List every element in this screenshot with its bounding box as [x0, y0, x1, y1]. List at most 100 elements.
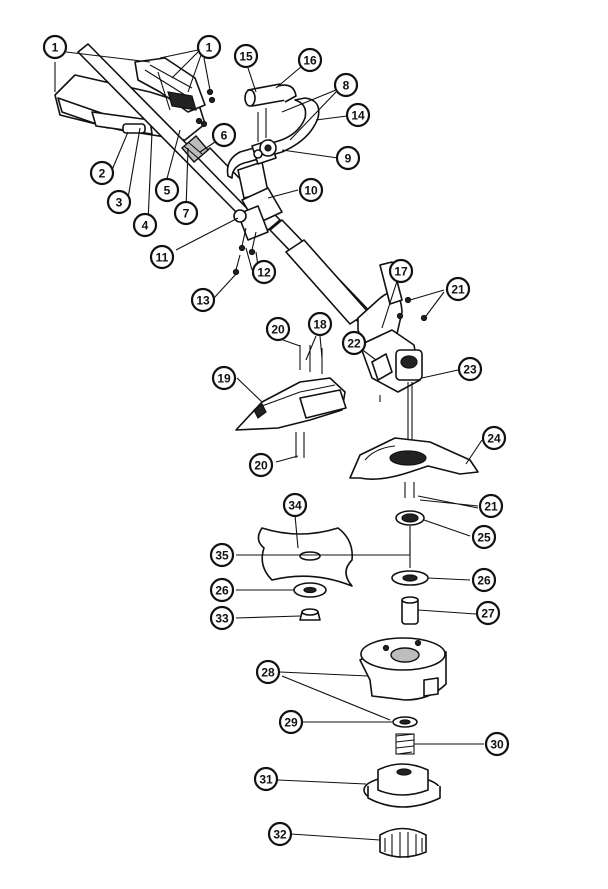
callout-circle: [89, 160, 115, 186]
callout-number: 31: [259, 773, 273, 787]
callout-24: 24: [481, 425, 507, 451]
callout-30: 30: [484, 731, 510, 757]
callout-number: 29: [284, 716, 298, 730]
callout-number: 16: [303, 54, 317, 68]
callout-number: 30: [490, 738, 504, 752]
callout-circle: [278, 709, 304, 735]
callout-13: 13: [190, 287, 216, 313]
callout-8: 8: [333, 72, 359, 98]
callout-circle: [211, 122, 237, 148]
callout-circle: [267, 821, 293, 847]
callout-number: 20: [254, 459, 268, 473]
guard-lower: [349, 437, 479, 498]
callout-circle: [251, 259, 277, 285]
callout-circle: [471, 524, 497, 550]
callout-15: 15: [233, 43, 259, 69]
callout-10: 10: [298, 177, 324, 203]
callout-26: 26: [471, 567, 497, 593]
callout-circle: [484, 731, 510, 757]
callout-9: 9: [335, 145, 361, 171]
callout-number: 21: [484, 500, 498, 514]
callout-number: 6: [221, 129, 228, 143]
callout-12: 12: [251, 259, 277, 285]
callout-28: 28: [255, 659, 281, 685]
callout-number: 14: [351, 109, 365, 123]
callout-circle: [457, 356, 483, 382]
gear-head: [359, 296, 428, 452]
callout-25: 25: [471, 524, 497, 550]
callout-20: 20: [248, 452, 274, 478]
callout-3: 3: [106, 189, 132, 215]
callout-26: 26: [209, 577, 235, 603]
callout-number: 33: [215, 612, 229, 626]
callout-number: 19: [217, 372, 231, 386]
callout-circle: [388, 258, 414, 284]
callout-number: 1: [206, 41, 213, 55]
trimmer-head: [359, 637, 447, 858]
callout-number: 28: [261, 666, 275, 680]
leader-lines: [54, 49, 484, 841]
callout-number: 8: [343, 79, 350, 93]
spindle-stack: [391, 510, 429, 625]
callout-circle: [209, 605, 235, 631]
blade: [257, 527, 354, 587]
callout-6: 6: [211, 122, 237, 148]
callout-number: 23: [463, 363, 477, 377]
callout-circle: [307, 311, 333, 337]
callout-circle: [481, 425, 507, 451]
callout-circle: [196, 34, 222, 60]
callout-circle: [209, 577, 235, 603]
callout-circle: [265, 316, 291, 342]
blade-hardware: [293, 582, 327, 621]
callout-circle: [149, 244, 175, 270]
callout-number: 24: [487, 432, 501, 446]
callout-number: 11: [156, 251, 169, 265]
callout-circle: [345, 102, 371, 128]
callout-number: 35: [215, 549, 229, 563]
callout-number: 9: [345, 152, 352, 166]
callout-21: 21: [478, 493, 504, 519]
callout-circle: [253, 766, 279, 792]
callout-circle: [333, 72, 359, 98]
callout-1: 1: [196, 34, 222, 60]
callout-number: 26: [477, 574, 491, 588]
callout-number: 7: [183, 207, 190, 221]
callout-1: 1: [42, 34, 68, 60]
callout-number: 27: [481, 607, 495, 621]
parts-drawing: [54, 43, 479, 858]
callout-number: 10: [304, 184, 318, 198]
callout-number: 20: [271, 323, 285, 337]
callout-circle: [471, 567, 497, 593]
callout-number: 2: [99, 167, 106, 181]
callout-33: 33: [209, 605, 235, 631]
loop-handle: [226, 83, 320, 199]
callout-number: 3: [116, 196, 123, 210]
callout-18: 18: [307, 311, 333, 337]
callout-circle: [445, 276, 471, 302]
callout-circle: [173, 200, 199, 226]
callout-number: 13: [196, 294, 210, 308]
callout-circle: [335, 145, 361, 171]
callout-number: 22: [347, 337, 361, 351]
callout-number: 4: [142, 219, 149, 233]
callout-circle: [475, 600, 501, 626]
callout-circle: [233, 43, 259, 69]
callout-circle: [298, 177, 324, 203]
callout-number: 17: [394, 265, 408, 279]
callout-circle: [190, 287, 216, 313]
callout-number: 15: [239, 50, 253, 64]
callout-number: 26: [215, 584, 229, 598]
lower-shaft: [269, 219, 403, 351]
callout-circle: [297, 47, 323, 73]
callout-27: 27: [475, 600, 501, 626]
callout-circle: [42, 34, 68, 60]
callout-number: 32: [273, 828, 287, 842]
callout-7: 7: [173, 200, 199, 226]
callout-number: 1: [52, 41, 59, 55]
callout-34: 34: [282, 492, 308, 518]
callout-19: 19: [211, 365, 237, 391]
callout-circle: [478, 493, 504, 519]
callout-circle: [106, 189, 132, 215]
callout-23: 23: [457, 356, 483, 382]
